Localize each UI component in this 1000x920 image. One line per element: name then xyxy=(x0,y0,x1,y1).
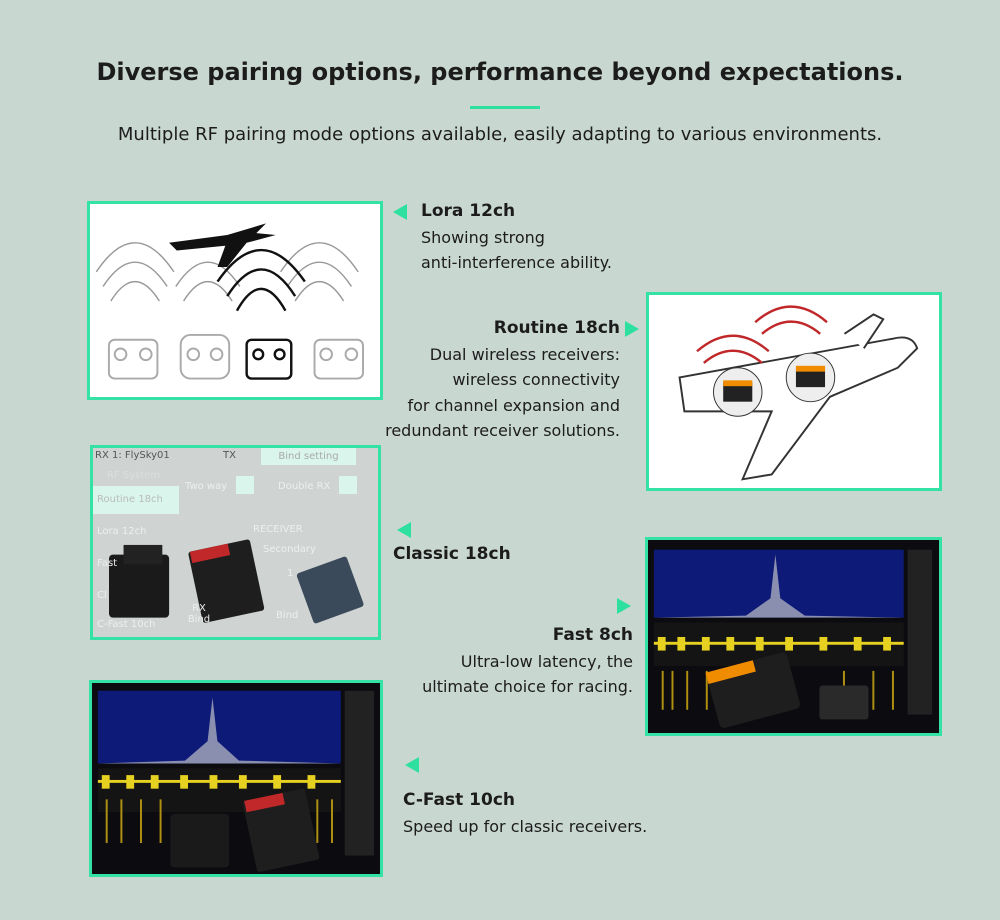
feature-lora: Lora 12ch Showing strong anti-interferen… xyxy=(421,199,612,276)
feature-fast: Fast 8ch Ultra-low latency, the ultimate… xyxy=(422,623,633,700)
title-divider xyxy=(470,106,540,109)
model-name: 1: FlySky01 xyxy=(112,450,170,461)
secondary-label: Secondary xyxy=(263,544,316,555)
feature-desc: redundant receiver solutions. xyxy=(385,421,620,440)
feature-desc: Speed up for classic receivers. xyxy=(403,816,648,836)
c-fast-illustration xyxy=(89,680,383,877)
receivers-image xyxy=(109,539,364,624)
two-way-label: Two way xyxy=(185,481,228,492)
feature-desc: wireless connectivity xyxy=(452,370,620,389)
feature-title: Classic 18ch xyxy=(393,544,511,564)
feature-desc: for channel expansion and xyxy=(407,395,620,415)
rx-label: RX xyxy=(95,450,109,461)
feature-title: C-Fast 10ch xyxy=(403,790,516,810)
feature-desc: Ultra-low latency, the xyxy=(460,651,633,671)
pointer-right-icon xyxy=(625,321,639,337)
classic-illustration: RX 1: FlySky01 TX Bind setting RF System… xyxy=(90,445,381,640)
feature-title: Fast 8ch xyxy=(552,625,633,645)
feature-classic: Classic 18ch xyxy=(393,542,511,568)
tab-bind-setting[interactable]: Bind setting xyxy=(261,448,356,465)
feature-title: Lora 12ch xyxy=(421,201,516,221)
feature-desc: ultimate choice for racing. xyxy=(422,677,633,696)
menu-item[interactable]: Cl xyxy=(97,590,107,601)
menu-item[interactable]: Fast xyxy=(97,558,118,569)
tx-label: TX xyxy=(223,450,236,461)
page-title: Diverse pairing options, performance bey… xyxy=(96,58,904,86)
pointer-right-icon xyxy=(617,598,631,614)
fast-illustration xyxy=(645,537,942,736)
routine-illustration xyxy=(646,292,942,491)
feature-c-fast: C-Fast 10ch Speed up for classic receive… xyxy=(403,788,647,839)
feature-routine: Routine 18ch Dual wireless receivers: wi… xyxy=(385,316,620,444)
pointer-left-icon xyxy=(393,204,407,220)
feature-desc: Dual wireless receivers: xyxy=(429,344,620,364)
screen-status: RX 1: FlySky01 xyxy=(95,450,170,461)
rx-bind-label: RX Bind xyxy=(187,603,211,625)
two-way-checkbox[interactable] xyxy=(236,476,254,494)
menu-item[interactable]: Routine 18ch xyxy=(93,486,179,514)
feature-desc: Showing strong xyxy=(421,227,545,247)
menu-title: RF System xyxy=(107,470,161,481)
double-rx-label: Double RX xyxy=(278,481,331,492)
menu-item[interactable]: Lora 12ch xyxy=(97,526,147,537)
value: 1 xyxy=(287,568,294,579)
menu-item[interactable]: C-Fast 10ch xyxy=(97,619,156,630)
double-rx-checkbox[interactable] xyxy=(339,476,357,494)
feature-desc: anti-interference ability. xyxy=(421,253,612,272)
receiver-label: RECEIVER xyxy=(253,524,303,535)
page-subtitle: Multiple RF pairing mode options availab… xyxy=(117,124,883,145)
bind-button[interactable]: Bind xyxy=(276,610,299,621)
pointer-left-icon xyxy=(405,757,419,773)
feature-title: Routine 18ch xyxy=(493,318,620,338)
lora-illustration xyxy=(87,201,383,400)
pointer-left-icon xyxy=(397,522,411,538)
